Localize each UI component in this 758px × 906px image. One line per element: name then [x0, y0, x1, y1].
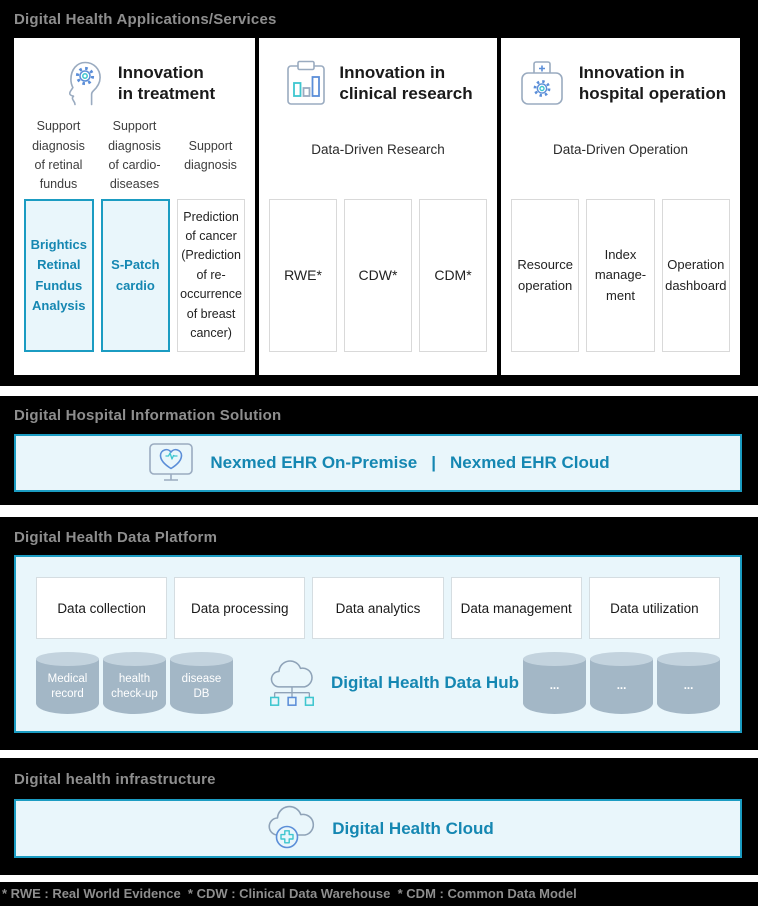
- platform-capability-boxes: Data collection Data processing Data ana…: [36, 577, 721, 639]
- section-title-applications: Digital Health Applications/Services: [14, 11, 277, 28]
- hospital-bag-icon: [515, 59, 569, 107]
- box-resource-operation: Resource operation: [511, 199, 580, 352]
- card-header: Innovation in clinical research: [259, 52, 497, 114]
- section-data-platform: Digital Health Data Platform Data collec…: [0, 517, 758, 750]
- treatment-solution-boxes: Brightics Retinal Fundus Analysis S-Patc…: [24, 199, 245, 352]
- section-hospital-information: Digital Hospital Information Solution Ne…: [0, 396, 758, 505]
- box-s-patch-cardio: S-Patch cardio: [100, 199, 171, 352]
- nexmed-ehr-cloud-label: Nexmed EHR Cloud: [450, 453, 610, 472]
- box-cdm: CDM*: [419, 199, 487, 352]
- abbreviation-note: * RWE : Real World Evidence * CDW : Clin…: [2, 886, 577, 901]
- data-hub-row: Medical record health check-up disease D…: [36, 651, 720, 715]
- cylinder-label: Medical record: [47, 672, 88, 700]
- section-title-hospital-information: Digital Hospital Information Solution: [14, 407, 282, 424]
- box-data-utilization: Data utilization: [588, 577, 721, 639]
- label-retinal-fundus: Support diagnosis of retinal fundus: [32, 119, 85, 192]
- clipboard-chart-icon: [283, 58, 329, 108]
- cylinder-label: ...: [549, 680, 560, 693]
- database-cylinder-medical-record: Medical record: [36, 652, 99, 714]
- box-operation-dashboard: Operation dashboard: [661, 199, 730, 352]
- cloud-network-icon: [265, 655, 319, 711]
- box-cancer-prediction: Prediction of cancer (Prediction of re-o…: [177, 199, 245, 352]
- box-data-management: Data management: [450, 577, 582, 639]
- box-index-management: Index manage- ment: [586, 199, 655, 352]
- divider: |: [431, 453, 437, 472]
- section-title-data-platform: Digital Health Data Platform: [14, 529, 218, 546]
- box-brightics-retinal: Brightics Retinal Fundus Analysis: [24, 199, 94, 352]
- label-cardio-diseases: Support diagnosis of cardio- diseases: [108, 119, 161, 192]
- card-header: Innovation in treatment: [14, 52, 255, 114]
- database-cylinder-etc-3: ...: [657, 652, 720, 714]
- section-infrastructure: Digital health infrastructure Digital He…: [0, 758, 758, 875]
- digital-health-cloud-label: Digital Health Cloud: [332, 818, 494, 838]
- database-cylinder-health-checkup: health check-up: [103, 652, 166, 714]
- database-cylinder-etc-2: ...: [590, 652, 653, 714]
- nexmed-ehr-banner: Nexmed EHR On-Premise | Nexmed EHR Cloud: [14, 434, 742, 492]
- research-solution-boxes: RWE* CDW* CDM*: [269, 199, 487, 352]
- section-applications: Digital Health Applications/Services Inn…: [0, 0, 758, 386]
- digital-health-cloud-banner: Digital Health Cloud: [14, 799, 742, 858]
- database-cylinder-etc-1: ...: [523, 652, 586, 714]
- card-title-clinical-research: Innovation in clinical research: [339, 62, 473, 103]
- target-databases: ... ... ...: [523, 652, 720, 714]
- operation-solution-boxes: Resource operation Index manage- ment Op…: [511, 199, 730, 352]
- data-platform-panel: Data collection Data processing Data ana…: [14, 555, 742, 733]
- application-cards: Innovation in treatment Support diagnosi…: [14, 38, 740, 375]
- cylinder-label: ...: [683, 680, 694, 693]
- card-title-hospital-operation: Innovation in hospital operation: [578, 62, 727, 103]
- label-support-diagnosis: Support diagnosis: [184, 138, 237, 172]
- nexmed-ehr-on-premise-label: Nexmed EHR On-Premise: [210, 453, 418, 472]
- box-data-processing: Data processing: [174, 577, 306, 639]
- treatment-column-labels: Support diagnosis of retinal fundus Supp…: [24, 116, 245, 196]
- data-hub: Digital Health Data Hub: [265, 655, 519, 711]
- cylinder-label: ...: [616, 680, 627, 693]
- head-gear-icon: [54, 56, 108, 110]
- box-data-analytics: Data analytics: [312, 577, 444, 639]
- footer: * RWE : Real World Evidence * CDW : Clin…: [0, 882, 758, 906]
- card-hospital-operation: Innovation in hospital operation Data-Dr…: [501, 38, 740, 375]
- subtitle-data-driven-operation: Data-Driven Operation: [552, 142, 689, 157]
- cloud-plus-icon: [262, 805, 318, 853]
- box-rwe: RWE*: [269, 199, 337, 352]
- card-innovation-treatment: Innovation in treatment Support diagnosi…: [14, 38, 255, 375]
- card-clinical-research: Innovation in clinical research Data-Dri…: [259, 38, 497, 375]
- cylinder-label: disease DB: [181, 672, 222, 700]
- section-title-infrastructure: Digital health infrastructure: [14, 771, 216, 788]
- cylinder-label: health check-up: [111, 672, 158, 700]
- card-header: Innovation in hospital operation: [501, 52, 740, 114]
- monitor-heart-icon: [146, 440, 196, 486]
- box-cdw: CDW*: [344, 199, 412, 352]
- source-databases: Medical record health check-up disease D…: [36, 652, 233, 714]
- data-hub-label: Digital Health Data Hub: [331, 673, 519, 692]
- card-title-treatment: Innovation in treatment: [117, 62, 216, 103]
- database-cylinder-disease-db: disease DB: [170, 652, 233, 714]
- box-data-collection: Data collection: [36, 577, 168, 639]
- subtitle-data-driven-research: Data-Driven Research: [311, 142, 445, 157]
